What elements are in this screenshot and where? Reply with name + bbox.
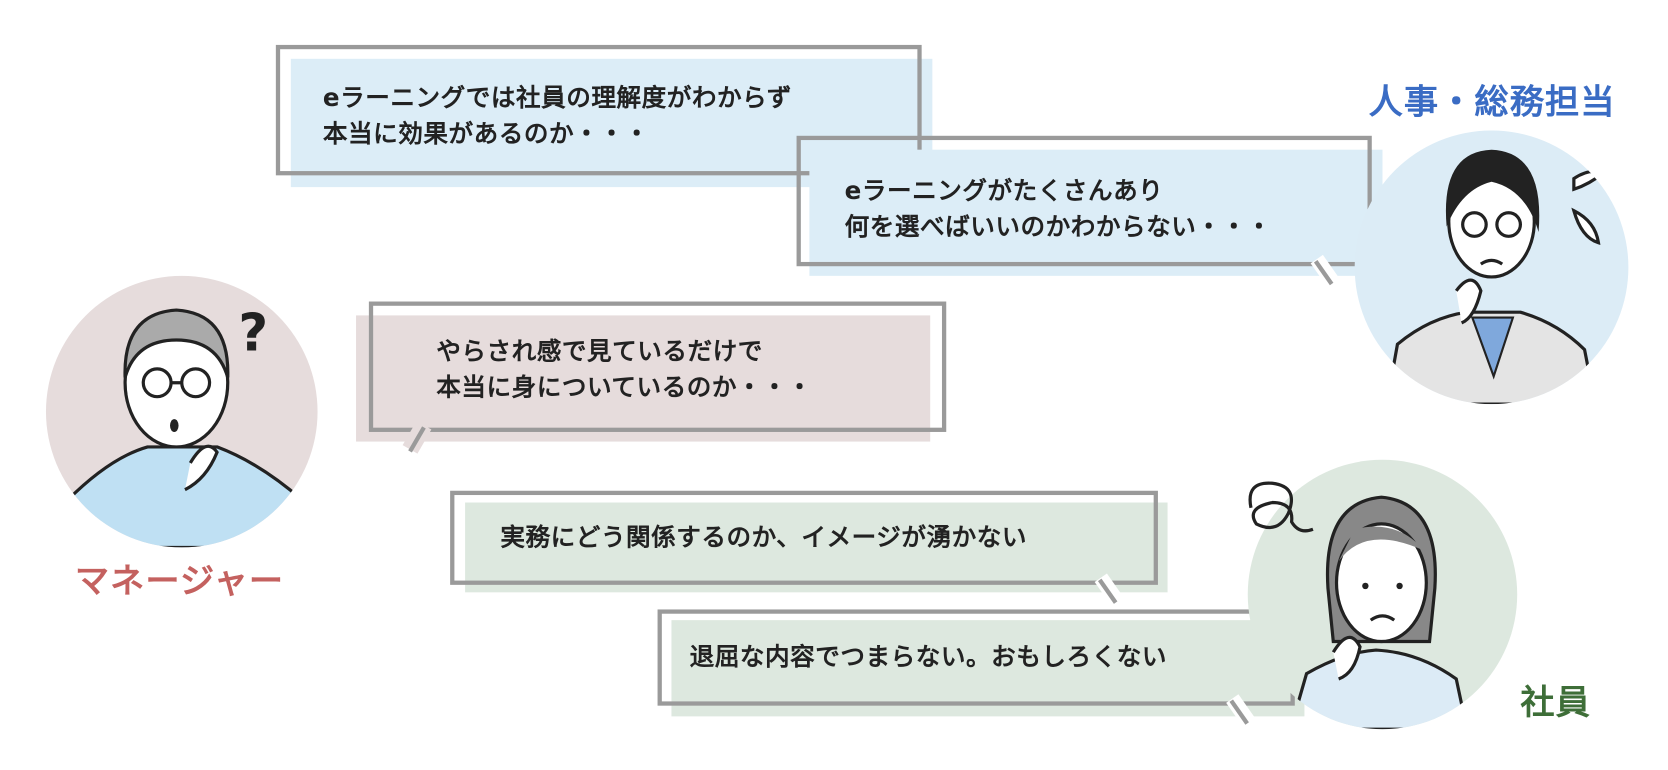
bubble-outline	[368, 301, 947, 432]
bubble-fill	[809, 149, 1383, 276]
bubble-line: 本当に効果があるのか・・・	[322, 120, 650, 149]
bubble-fill	[356, 315, 931, 442]
bubble-text: やらされ感で見ているだけで 本当に身についているのか・・・	[436, 334, 812, 407]
bubble-line: 本当に身についているのか・・・	[436, 374, 813, 403]
hr-avatar	[1354, 130, 1629, 405]
employee-avatar	[1247, 459, 1518, 730]
manager-avatar: ?	[45, 275, 318, 548]
employee-illustration	[1288, 495, 1469, 730]
confused-scribble-icon	[1248, 481, 1314, 533]
svg-text:?: ?	[238, 304, 268, 364]
bubble-line: eラーニングでは社員の理解度がわからず	[322, 84, 792, 113]
bubble-outline	[796, 135, 1372, 267]
bubble-text: eラーニングがたくさんあり 何を選べばいいのかわからない・・・	[845, 173, 1272, 246]
bubble-line: eラーニングがたくさんあり	[844, 177, 1164, 206]
employee-label: 社員	[1520, 682, 1591, 723]
hr-illustration	[1385, 149, 1606, 405]
manager-illustration: ?	[45, 304, 318, 548]
bubble-fill	[465, 502, 1168, 593]
bubble-outline	[450, 490, 1158, 585]
bubble-text: eラーニングでは社員の理解度がわからず 本当に効果があるのか・・・	[323, 80, 792, 153]
bubble-line: 何を選べばいいのかわからない・・・	[844, 213, 1272, 242]
bubble-text: 実務にどう関係するのか、イメージが湧かない	[500, 523, 1028, 552]
bubble-fill	[671, 620, 1305, 717]
bubble-text: 退屈な内容でつまらない。おもしろくない	[689, 643, 1168, 672]
manager-label: マネージャー	[74, 560, 285, 601]
bubble-line: やらされ感で見ているだけで	[436, 337, 763, 366]
bubble-outline	[275, 44, 922, 176]
hr-label: 人事・総務担当	[1368, 81, 1616, 122]
